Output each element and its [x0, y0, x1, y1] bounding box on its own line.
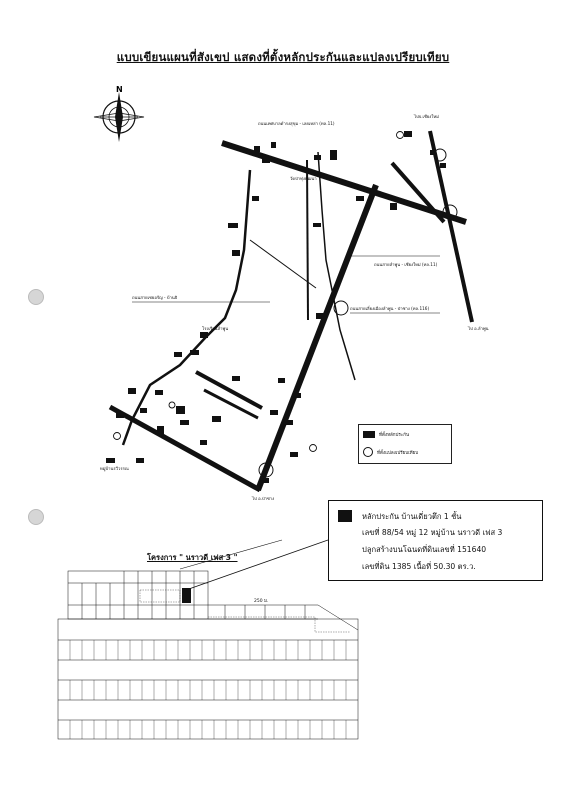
- legend-row-comparison: ที่ตั้งแปลงเปรียบเทียบ: [363, 447, 418, 457]
- road-label-west: ถนนสายเชยอรัญ - บ้านธิ: [132, 295, 178, 300]
- compass-north-label: N: [116, 85, 123, 94]
- collateral-markers: [180, 150, 337, 425]
- collateral-info-box: หลักประกัน บ้านเดี่ยวตึก 1 ชั้น เลขที่ 8…: [328, 500, 543, 581]
- legend-swatch-comparison: [363, 447, 373, 457]
- collateral-swatch: [338, 510, 352, 522]
- roads: [108, 130, 474, 493]
- label-to-chiang-mai: ไปจ.เชียงใหม่: [413, 113, 439, 119]
- comparison-sites: [113, 131, 404, 452]
- punch-hole: [28, 289, 44, 305]
- landmark-icons: [106, 131, 446, 483]
- map-legend: ที่ตั้งหลักประกัน ที่ตั้งแปลงเปรียบเทียบ: [358, 424, 452, 464]
- leader-line: [179, 539, 283, 570]
- site-plan-lots: [69, 589, 350, 739]
- legend-collateral-label: ที่ตั้งหลักประกัน: [379, 433, 410, 438]
- info-line-1: หลักประกัน บ้านเดี่ยวตึก 1 ชั้น: [362, 512, 462, 521]
- road-label-east: ถนนสายลำพูน - เชียงใหม่ (ทล.11): [374, 261, 438, 268]
- site-plan-collateral-lot: [182, 588, 191, 603]
- legend-row-collateral: ที่ตั้งหลักประกัน: [363, 431, 409, 438]
- label-to-pasang: ไป อ.ป่าซาง: [251, 495, 274, 501]
- page-title: แบบเขียนแผนที่สังเขป แสดงที่ตั้งหลักประก…: [116, 50, 450, 64]
- label-school: โรงเรียนลำพูน: [202, 326, 228, 332]
- info-line-4: เลขที่ดิน 1385 เนื้อที่ 50.30 ตร.ว.: [362, 562, 476, 571]
- label-to-lamphun: ไป อ.ลำพูน: [467, 325, 489, 332]
- leader-line: [185, 539, 329, 591]
- project-label: โครงการ " นราวดี เฟส 3 ": [147, 553, 238, 562]
- legend-swatch-collateral: [363, 431, 375, 438]
- road-label-mid: ถนนสายเลี่ยงเมืองลำพูน - ป่าซาง (ทล.116): [350, 305, 429, 312]
- legend-comparison-label: ที่ตั้งแปลงเปรียบเทียบ: [377, 450, 419, 456]
- site-plan: [57, 570, 359, 740]
- label-temple: วัดป่าทุ่งพัฒนา: [290, 176, 317, 182]
- info-line-3: ปลูกสร้างบนโฉนดที่ดินเลขที่ 151640: [362, 545, 487, 554]
- scale-label: 250 ม.: [254, 599, 269, 604]
- info-line-2: เลขที่ 88/54 หมู่ 12 หมู่บ้าน นราวดี เฟส…: [362, 528, 503, 537]
- punch-hole: [28, 509, 44, 525]
- label-village: หมู่บ้านรวีวรรณ: [100, 466, 129, 472]
- compass-icon: [93, 92, 145, 142]
- road-label-top: ถนนเทศบาลดำรงสุขุม - เลยเหล่า (ทล.11): [258, 121, 335, 127]
